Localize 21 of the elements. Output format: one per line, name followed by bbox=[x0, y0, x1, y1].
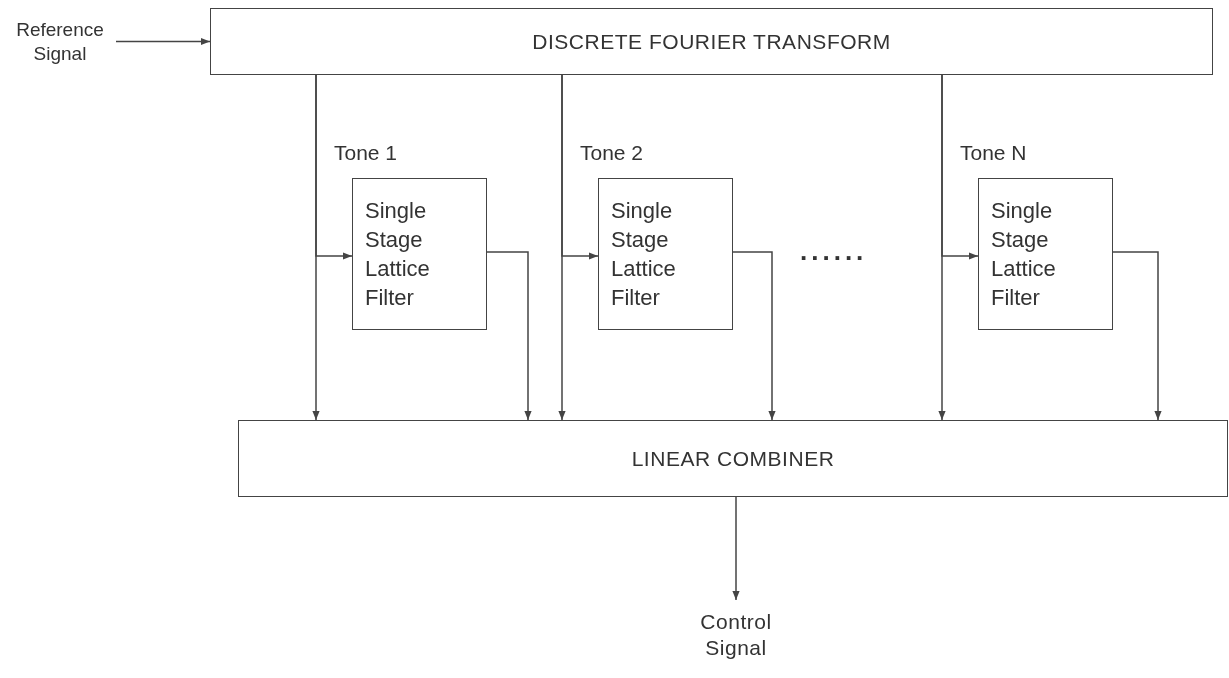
arrow bbox=[561, 74, 599, 260]
box-label: Single Stage Lattice Filter bbox=[990, 197, 1057, 312]
transform-box bbox=[210, 8, 1213, 75]
arrow bbox=[315, 74, 353, 260]
box-label: Single Stage Lattice Filter bbox=[364, 197, 431, 312]
box-label: LINEAR COMBINER bbox=[631, 445, 835, 472]
signal-label: Control Signal bbox=[699, 609, 773, 661]
combiner-box bbox=[238, 420, 1228, 497]
arrow bbox=[115, 37, 211, 46]
arrow bbox=[1112, 251, 1162, 421]
ellipsis-label: ...... bbox=[800, 235, 868, 268]
arrow bbox=[486, 251, 532, 421]
signal-label: Reference Signal bbox=[15, 18, 105, 66]
filter-box bbox=[978, 178, 1113, 330]
arrow bbox=[732, 251, 776, 421]
arrow bbox=[732, 496, 740, 601]
box-label: Single Stage Lattice Filter bbox=[610, 197, 677, 312]
filter-box bbox=[352, 178, 487, 330]
filter-box bbox=[598, 178, 733, 330]
arrow bbox=[941, 74, 979, 260]
box-label: DISCRETE FOURIER TRANSFORM bbox=[532, 28, 891, 55]
